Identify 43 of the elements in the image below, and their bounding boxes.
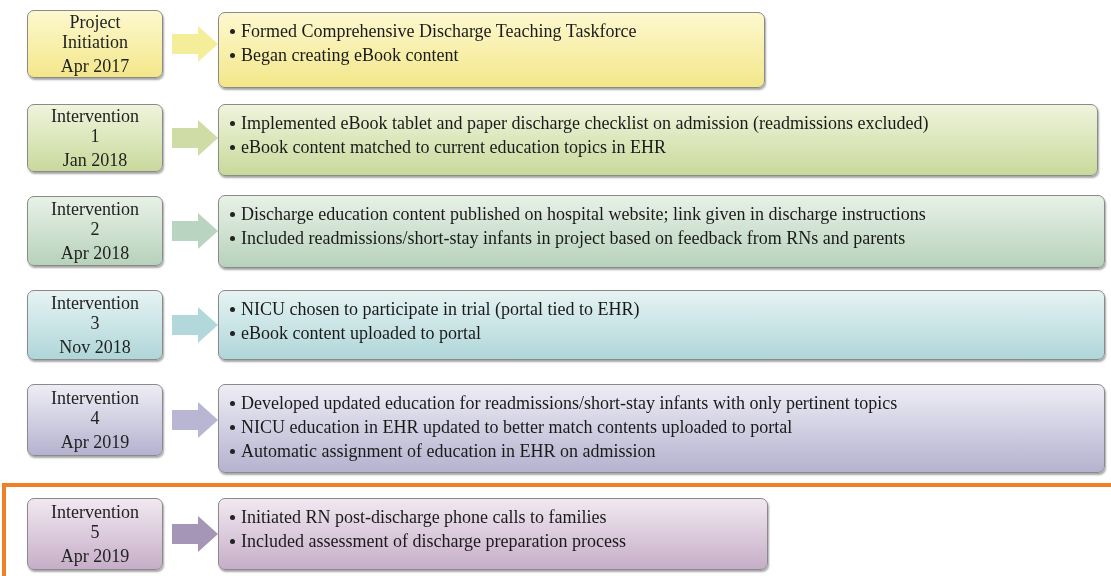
bullet-text: NICU chosen to participate in trial (portal tied to EHR): [241, 299, 640, 319]
milestone-box: [27, 10, 163, 78]
milestone-title: Intervention 5: [50, 502, 140, 542]
milestone-title: Intervention 1: [50, 106, 140, 146]
bullet-text: eBook content matched to current education topics in EHR: [241, 137, 666, 157]
milestone-date: Apr 2017: [60, 56, 130, 76]
bullet-text: Automatic assignment of education in EHR on admission: [241, 441, 656, 461]
milestone-title: Project Initiation: [61, 12, 129, 52]
milestone-title: Intervention 2: [50, 199, 140, 239]
milestone-date: Apr 2019: [60, 546, 130, 566]
milestone-date: Apr 2019: [60, 432, 130, 452]
milestone-date: Jan 2018: [62, 150, 128, 170]
bullet-text: Included assessment of discharge preparation process: [241, 531, 627, 551]
block-arrow: [172, 307, 218, 343]
bullet-text: NICU education in EHR updated to better match contents uploaded to portal: [241, 417, 793, 437]
block-arrow: [172, 516, 218, 552]
bullet-text: eBook content uploaded to portal: [241, 323, 481, 343]
activity-box: [218, 384, 1105, 473]
block-arrow: [172, 26, 218, 62]
milestone-box: [27, 196, 163, 266]
bullet-text: Implemented eBook tablet and paper discharge checklist on admission (readmissions excluded): [241, 113, 929, 133]
milestone-box: [27, 384, 163, 456]
milestone-date: Nov 2018: [59, 337, 131, 357]
activity-box: [218, 195, 1105, 268]
bullet-text: Discharge education content published on hospital website; link given in discharge instructions: [241, 204, 926, 224]
activity-box: [218, 12, 765, 88]
bullet-text: Began creating eBook content: [241, 45, 459, 65]
milestone-box: [27, 498, 163, 570]
activity-box: [218, 498, 768, 570]
bullet-text: Developed updated education for readmissions/short-stay infants with only pertinent topics: [241, 393, 898, 413]
milestone-title: Intervention 3: [50, 293, 140, 333]
milestone-box: [27, 290, 163, 360]
bullet-text: Included readmissions/short-stay infants in project based on feedback from RNs and parents: [241, 228, 906, 248]
activity-box: [218, 290, 1105, 360]
block-arrow: [172, 120, 218, 156]
bullet-text: Formed Comprehensive Discharge Teaching Taskforce: [241, 21, 637, 41]
bullet-text: Initiated RN post-discharge phone calls to families: [241, 507, 607, 527]
milestone-box: [27, 104, 163, 172]
activity-box: [218, 104, 1098, 176]
block-arrow: [172, 213, 218, 249]
milestone-title: Intervention 4: [50, 388, 140, 428]
block-arrow: [172, 402, 218, 438]
milestone-date: Apr 2018: [60, 243, 130, 263]
